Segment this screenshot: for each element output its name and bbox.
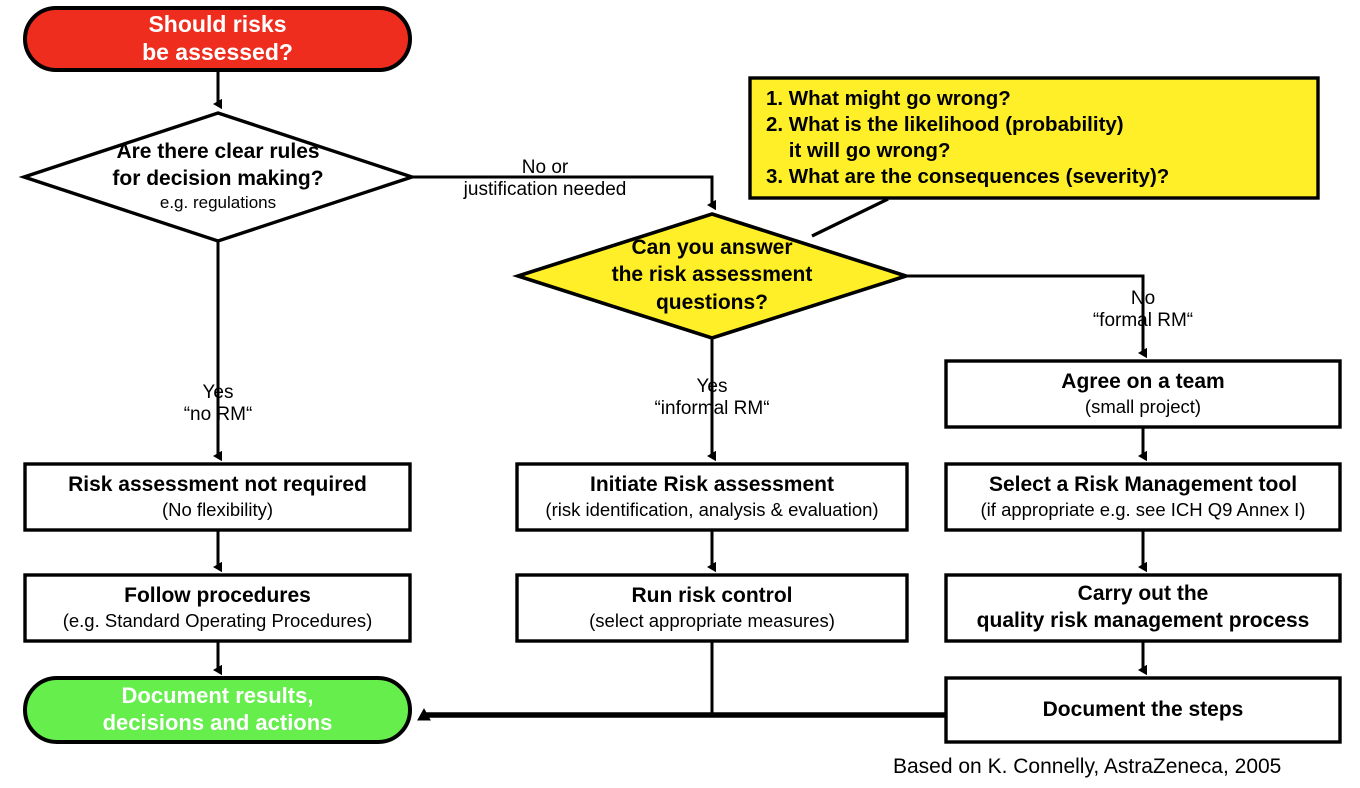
edge-label-no-formal-rm: No “formal RM“: [1043, 288, 1243, 333]
node-document-steps-shape: [944, 676, 1342, 744]
callout-item-3: it will go wrong?: [766, 139, 951, 162]
edge-label-yes-informal-rm-line1: Yes: [696, 376, 728, 397]
callout-item-4: 3. What are the consequences (severity)?: [766, 165, 1170, 188]
node-initiate-assessment-shape: [515, 462, 909, 532]
edge-label-yes-informal-rm: Yes “informal RM“: [612, 376, 812, 421]
callout-leader-line: [811, 197, 889, 238]
node-carry-out-shape: [944, 573, 1342, 643]
edge-label-yes-no-rm: Yes “no RM“: [118, 382, 318, 427]
node-document-results-shape: [23, 676, 412, 744]
node-follow-procedures-shape: [23, 573, 412, 643]
edge-questions-to-agree-team: [906, 274, 1143, 353]
edge-label-no-formal-rm-line1: No: [1130, 288, 1156, 309]
node-run-risk-control-shape: [515, 573, 909, 643]
credit-text: Based on K. Connelly, AstraZeneca, 2005: [893, 755, 1282, 778]
edge-label-no-or-justification-line1: No or: [521, 157, 569, 178]
node-select-tool-shape: [944, 462, 1342, 532]
edge-label-no-formal-rm-line2: “formal RM“: [1092, 310, 1194, 332]
node-decision-rules-shape: [18, 111, 418, 243]
edge-label-yes-no-rm-line1: Yes: [202, 382, 234, 403]
edge-decision-rules-to-questions: [412, 175, 712, 205]
node-no-assessment-shape: [23, 462, 412, 532]
callout-box-shape: [748, 76, 1320, 200]
callout-item-2: 2. What is the likelihood (probability): [766, 113, 1124, 136]
callout-item-1: 1. What might go wrong?: [766, 87, 1011, 110]
edge-label-yes-informal-rm-line2: “informal RM“: [654, 398, 770, 420]
edge-label-yes-no-rm-line2: “no RM“: [183, 404, 253, 426]
node-start-shape: [23, 6, 412, 72]
edge-label-no-or-justification: No or justification needed: [420, 157, 670, 202]
node-agree-team-shape: [944, 359, 1342, 429]
edge-label-no-or-justification-line2: justification needed: [463, 179, 627, 201]
node-decision-questions-shape: [512, 212, 912, 340]
